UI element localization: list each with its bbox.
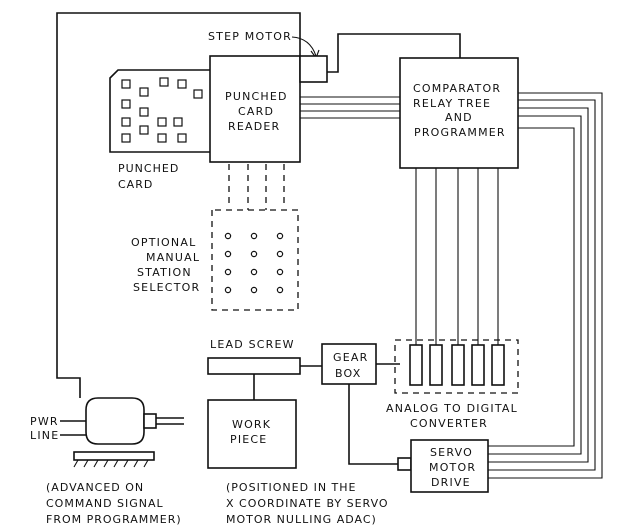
punched-card-label-2: CARD	[118, 178, 153, 191]
card-holes	[121, 77, 203, 143]
ground-hatch	[73, 459, 149, 468]
note-mid-3: MOTOR NULLING ADAC)	[226, 513, 377, 526]
note-left-3: FROM PROGRAMMER)	[46, 513, 182, 526]
lead-screw	[207, 357, 301, 375]
left-motor-body	[85, 397, 145, 445]
adc-label-2: CONVERTER	[410, 417, 488, 430]
servo-label-1: SERVO	[430, 446, 473, 459]
servo-label-3: DRIVE	[431, 476, 471, 489]
work-piece-box	[207, 399, 297, 469]
reader-label-3: READER	[228, 120, 280, 133]
selector-contacts	[224, 232, 284, 294]
step-motor-box	[299, 55, 328, 83]
comparator-adc-lines	[415, 168, 499, 345]
gear-box-label-2: BOX	[335, 367, 361, 380]
step-motor-control-wire	[327, 33, 461, 73]
reader-label-2: CARD	[238, 105, 274, 118]
selector-label-3: STATION	[137, 266, 192, 279]
note-mid-1: (POSITIONED IN THE	[226, 481, 357, 494]
comparator-label-3: AND	[445, 111, 473, 124]
step-motor-label: STEP MOTOR	[208, 30, 292, 43]
comparator-label-2: RELAY TREE	[413, 97, 491, 110]
reader-comparator-bus	[300, 96, 400, 119]
adc-switch-4	[471, 344, 485, 386]
selector-label-4: SELECTOR	[133, 281, 200, 294]
comparator-label-1: COMPARATOR	[413, 82, 501, 95]
work-piece-label-1: WORK	[232, 418, 271, 431]
reader-selector-dashed-lines	[228, 164, 285, 210]
comparator-label-4: PROGRAMMER	[414, 126, 506, 139]
note-mid-2: X COORDINATE BY SERVO	[226, 497, 389, 510]
lead-screw-label: LEAD SCREW	[210, 338, 295, 351]
gear-box-label-1: GEAR	[333, 351, 368, 364]
adc-switch-1	[409, 344, 423, 386]
left-motor-shaft-collar	[143, 413, 157, 429]
punched-card-label-1: PUNCHED	[118, 162, 179, 175]
adc-switch-5	[491, 344, 505, 386]
pwr-label-1: PWR	[30, 415, 59, 428]
comparator-servo-lines	[488, 92, 603, 479]
work-piece-label-2: PIECE	[230, 433, 267, 446]
punched-card-reader-box	[209, 55, 301, 163]
pwr-label-2: LINE	[30, 429, 59, 442]
note-left-1: (ADVANCED ON	[46, 481, 144, 494]
gear-to-servo-wire	[348, 384, 398, 465]
servo-connector	[397, 457, 412, 471]
note-left-2: COMMAND SIGNAL	[46, 497, 164, 510]
motor-mount-plate	[73, 451, 155, 461]
adc-enclosure	[394, 339, 519, 394]
adc-switch-3	[451, 344, 465, 386]
selector-label-1: OPTIONAL	[131, 236, 196, 249]
comparator-programmer-box	[399, 57, 519, 169]
adc-label-1: ANALOG TO DIGITAL	[386, 402, 518, 415]
adc-switch-2	[429, 344, 443, 386]
station-selector-box	[211, 209, 299, 311]
reader-label-1: PUNCHED	[225, 90, 288, 103]
servo-label-2: MOTOR	[429, 461, 476, 474]
step-motor-arrow	[291, 36, 317, 57]
selector-label-2: MANUAL	[146, 251, 200, 264]
servo-motor-drive-box	[410, 439, 489, 493]
